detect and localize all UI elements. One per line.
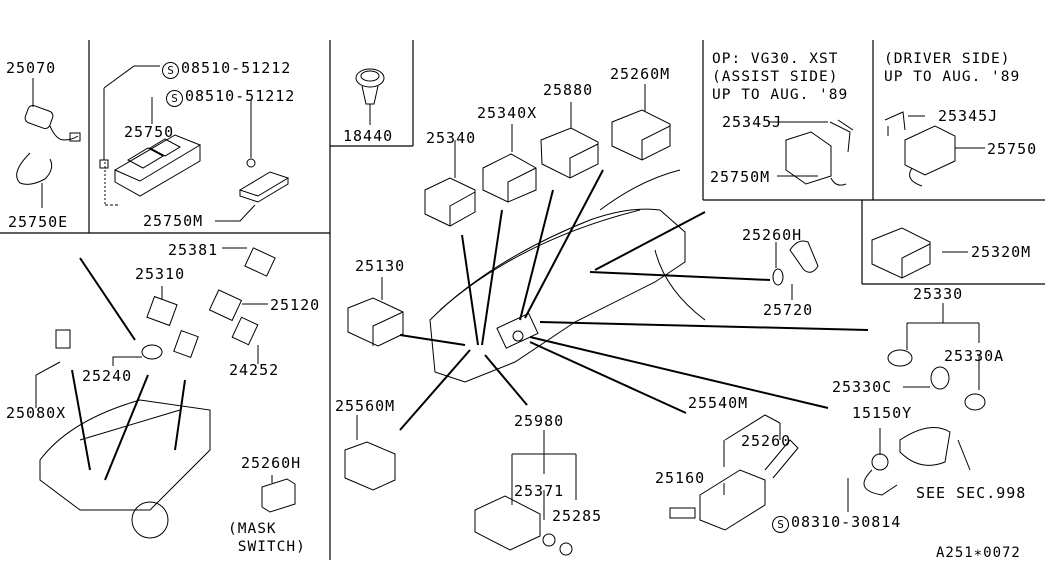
part-label-25080X: 25080X (6, 404, 67, 422)
bulb-25720-drawing (772, 240, 819, 300)
note-line: UP TO AUG. '89 (712, 87, 849, 103)
panel-borders (0, 40, 1045, 560)
part-label-25330: 25330 (913, 285, 964, 303)
part-label-25750M: 25750M (710, 168, 771, 186)
part-label-25720: 25720 (763, 301, 814, 319)
part-label-25320M: 25320M (971, 243, 1032, 261)
part-label-18440: 18440 (343, 127, 394, 145)
part-label-25285: 25285 (552, 507, 603, 525)
ignition-15150Y-drawing (847, 427, 971, 512)
part-label-25260H: 25260H (742, 226, 803, 244)
see-section-note: SEE SEC.998 (916, 484, 1027, 502)
part-label-25345J: 25345J (722, 113, 783, 131)
switch-25240-drawing (112, 344, 163, 366)
part-label-25345J: 25345J (938, 107, 999, 125)
lighter-25330-drawing (887, 303, 986, 411)
screw-symbol-icon: S (166, 90, 183, 107)
part-label-08510-51212: 08510-51212 (181, 59, 292, 77)
note-line: (MASK (228, 521, 277, 537)
switch-25750M-drawing (215, 100, 290, 222)
note-line: (DRIVER SIDE) (884, 51, 1011, 67)
part-label-25260M: 25260M (610, 65, 671, 83)
part-label-25340X: 25340X (477, 104, 538, 122)
part-label-25130: 25130 (355, 257, 406, 275)
screw-symbol-icon: S (772, 516, 789, 533)
note-mask-switch: (MASK SWITCH) (228, 520, 306, 556)
part-label-25240: 25240 (82, 367, 133, 385)
part-label-25750E: 25750E (8, 213, 69, 231)
part-label-25980: 25980 (514, 412, 565, 430)
switch-25340-drawing (424, 140, 476, 227)
switch-25340X-drawing (482, 124, 537, 203)
callout-arrows-left (71, 257, 186, 481)
switch-25130-drawing (347, 277, 404, 347)
mask-switch-25260H-drawing (261, 475, 296, 513)
part-label-25070: 25070 (6, 59, 57, 77)
mirror-switch-25560M-drawing (344, 415, 396, 491)
part-label-25160: 25160 (655, 469, 706, 487)
part-label-15150Y: 15150Y (852, 404, 913, 422)
part-label-08510-51212: 08510-51212 (185, 87, 296, 105)
part-label-25381: 25381 (168, 241, 219, 259)
switch-25750-driver-drawing (884, 111, 985, 187)
part-label-25540M: 25540M (688, 394, 749, 412)
part-label-25330A: 25330A (944, 347, 1005, 365)
switch-25750M-assist-drawing (768, 119, 854, 186)
switch-25320M-drawing (871, 227, 968, 279)
switch-25310-drawing (146, 286, 199, 359)
part-label-25260H: 25260H (241, 454, 302, 472)
screw-symbol-icon: S (162, 62, 179, 79)
part-label-25330C: 25330C (832, 378, 893, 396)
part-label-25371: 25371 (514, 482, 565, 500)
sensor-25080X-drawing (35, 329, 71, 408)
clip-18440-drawing (355, 68, 385, 125)
part-label-25750M: 25750M (143, 212, 204, 230)
switch-25381-drawing (222, 247, 276, 277)
part-label-25340: 25340 (426, 129, 477, 147)
note-line: OP: VG30. XST (712, 51, 839, 67)
part-label-25260: 25260 (741, 432, 792, 450)
switch-25260M-drawing (611, 84, 671, 161)
diagram-code: A251∗0072 (936, 545, 1021, 561)
switch-25750-drawing (99, 65, 202, 206)
part-label-25120: 25120 (270, 296, 321, 314)
callout-arrows (399, 169, 869, 431)
part-label-25310: 25310 (135, 265, 186, 283)
part-label-25880: 25880 (543, 81, 594, 99)
note-line: (ASSIST SIDE) (712, 69, 839, 85)
part-label-25750: 25750 (987, 140, 1038, 158)
combination-switch-25540M-drawing (669, 414, 799, 531)
harness-25750E-drawing (16, 152, 53, 208)
switch-25120-drawing (208, 289, 268, 364)
defogger-switch-25980-drawing (474, 430, 577, 556)
switch-25880-drawing (540, 102, 599, 179)
sensor-25070-drawing (24, 78, 81, 142)
part-label-25560M: 25560M (335, 397, 396, 415)
part-label-24252: 24252 (229, 361, 280, 379)
note-line: SWITCH) (228, 539, 306, 555)
note-driver-side: (DRIVER SIDE) UP TO AUG. '89 (884, 50, 1020, 86)
part-label-08310-30814: 08310-30814 (791, 513, 902, 531)
vehicle-front-drawing (39, 399, 211, 539)
note-line: UP TO AUG. '89 (884, 69, 1021, 85)
part-label-25750: 25750 (124, 123, 175, 141)
note-assist-side: OP: VG30. XST (ASSIST SIDE) UP TO AUG. '89 (712, 50, 848, 104)
dashboard-drawing (429, 169, 706, 383)
